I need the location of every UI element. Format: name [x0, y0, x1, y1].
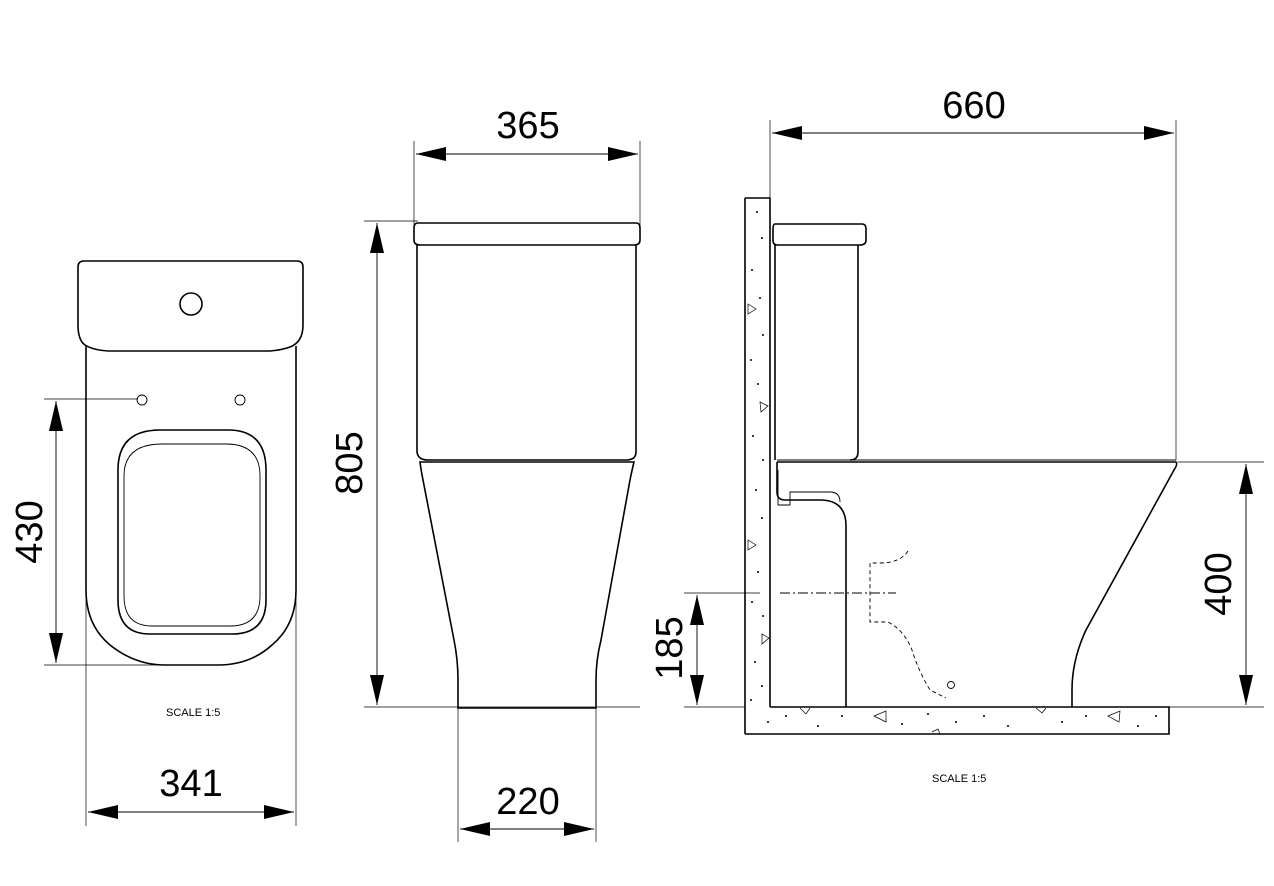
top-view: 430 341 SCALE 1:5 [9, 260, 304, 826]
front-view: 365 805 220 [329, 105, 641, 842]
flush-connector [777, 470, 841, 506]
side-tank-body [774, 245, 859, 461]
wall-section [744, 197, 771, 734]
scale-label-left: SCALE 1:5 [166, 707, 220, 719]
seat-outer [117, 429, 267, 635]
dimension-label-220: 220 [496, 781, 559, 823]
top-view-tank [77, 260, 304, 352]
dimension-label-341: 341 [159, 763, 222, 805]
floor-hatch [767, 707, 1157, 735]
dimension-label-805: 805 [329, 431, 371, 494]
dimension-label-660: 660 [942, 85, 1005, 127]
hidden-trap-line [869, 550, 947, 699]
seat-inner [123, 443, 261, 627]
side-tank-lid [772, 223, 867, 246]
dimension-label-400: 400 [1198, 552, 1240, 615]
dimension-label-185: 185 [649, 616, 691, 679]
front-tank-body [416, 245, 637, 461]
scale-label-right: SCALE 1:5 [932, 773, 986, 785]
dimension-label-430: 430 [9, 500, 51, 563]
floor-slab [745, 706, 1170, 735]
outlet-marker-icon [947, 681, 955, 689]
flush-button-icon [179, 292, 203, 316]
side-bowl [776, 461, 1178, 707]
side-view: 660 400 185 SCALE 1:5 [649, 85, 1264, 785]
top-view-bowl [85, 346, 297, 666]
seat-hinge-hole-icon [234, 394, 246, 406]
front-tank-lid [413, 222, 641, 246]
wall-hatch [747, 211, 770, 701]
seat-hinge-hole-icon [136, 394, 148, 406]
dimension-label-365: 365 [496, 105, 559, 147]
front-pedestal [419, 461, 636, 709]
